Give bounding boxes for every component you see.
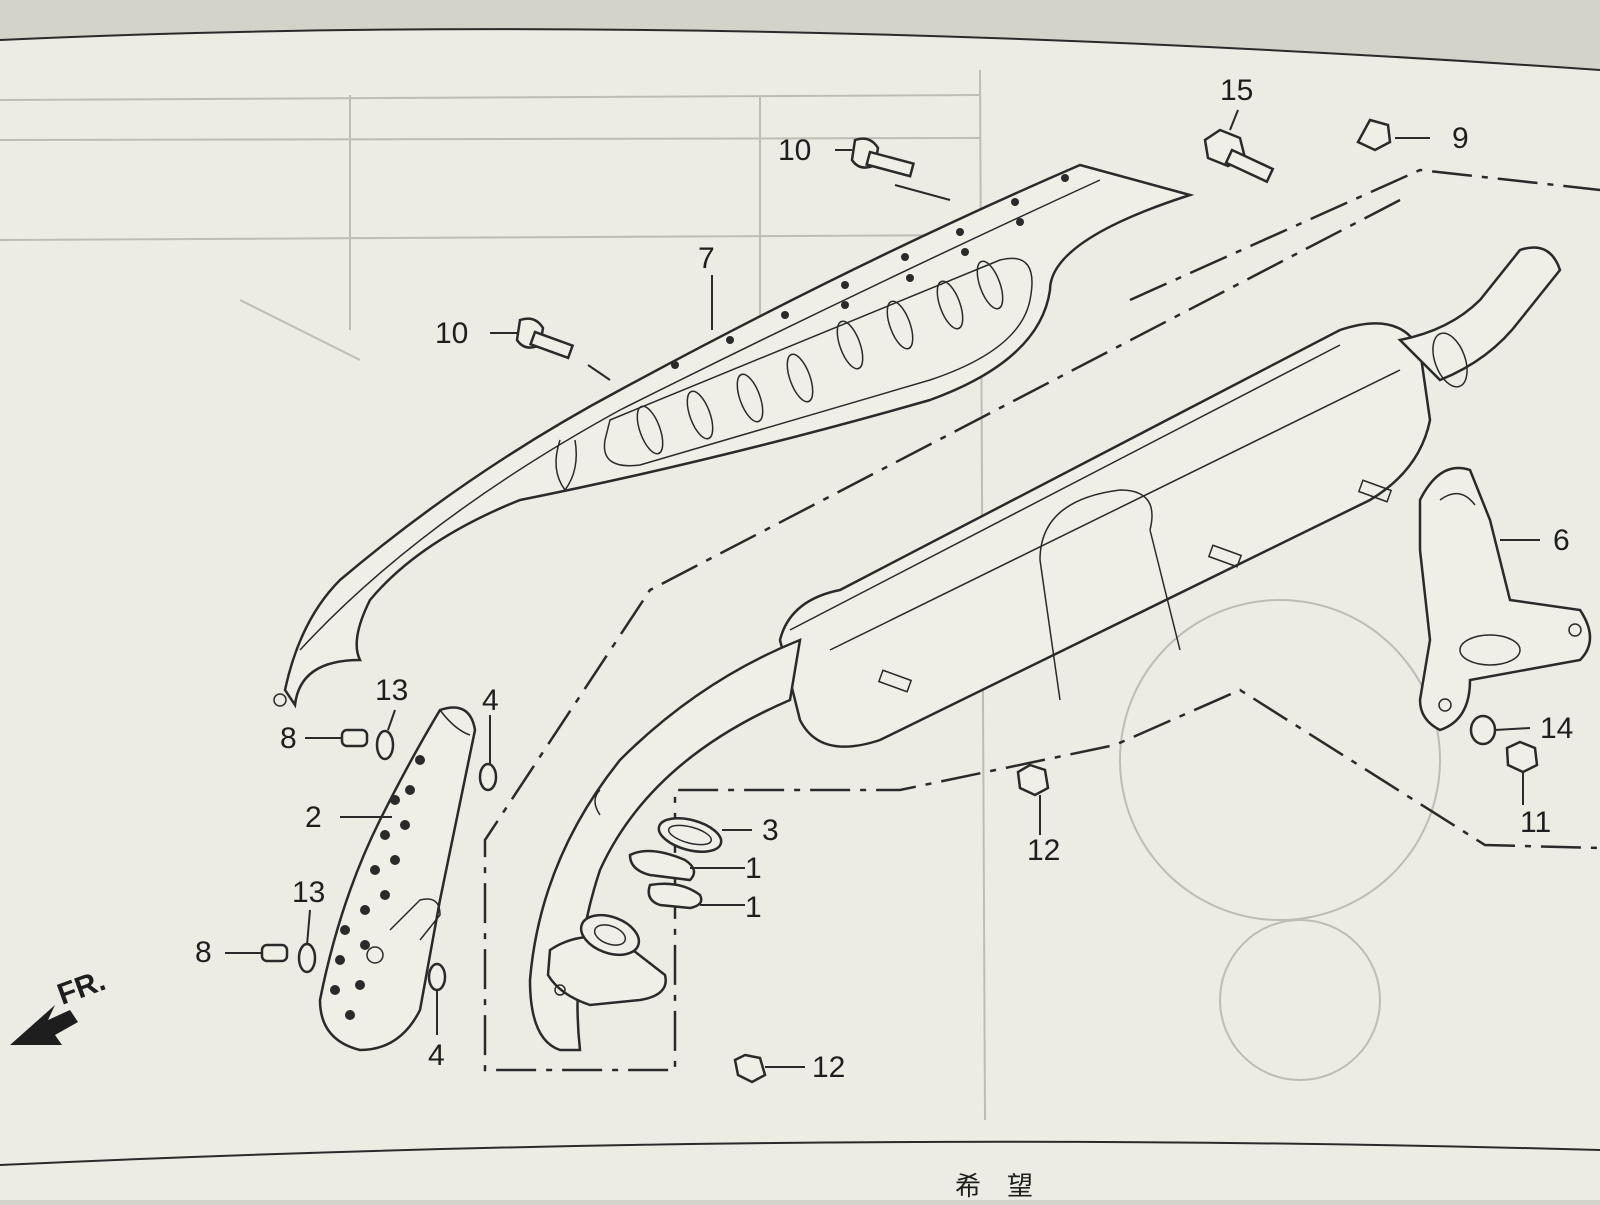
exhaust-flange <box>546 913 667 1007</box>
callout-15: 15 <box>1220 74 1253 107</box>
reference-line-main <box>483 198 1600 1072</box>
callout-2: 2 <box>305 801 322 834</box>
footer-text: 希 望 <box>955 1172 1033 1200</box>
front-arrow-icon <box>10 1005 78 1045</box>
callout-10-lower: 10 <box>435 317 468 350</box>
callout-4-lower: 4 <box>428 1039 445 1072</box>
muffler-studs <box>877 479 1393 693</box>
protector-holes <box>330 755 425 1020</box>
collar-halves-part-1 <box>628 849 703 910</box>
callout-1-lower: 1 <box>745 891 762 924</box>
callout-4-upper: 4 <box>482 684 499 717</box>
heat-shield-holes <box>671 174 1069 369</box>
callout-12-bottom: 12 <box>812 1051 845 1084</box>
callout-14: 14 <box>1540 712 1573 745</box>
paper-top-edge <box>0 28 1600 71</box>
callout-1-upper: 1 <box>745 852 762 885</box>
bleed-through-ghost <box>0 69 1441 1121</box>
callout-8-upper: 8 <box>280 722 297 755</box>
gasket-part-3 <box>657 817 723 853</box>
callout-7: 7 <box>698 242 715 275</box>
reference-line-upper <box>1129 168 1600 302</box>
callout-3: 3 <box>762 814 779 847</box>
callout-10-upper: 10 <box>778 134 811 167</box>
paper-bottom-edge <box>0 1140 1600 1166</box>
callout-labels: 15 9 10 7 10 6 13 8 4 2 3 1 1 13 8 4 12 … <box>195 74 1573 1084</box>
heat-shield-part-7 <box>273 163 1195 709</box>
callout-13-upper: 13 <box>375 674 408 707</box>
heat-shield-slots <box>636 260 1004 455</box>
callout-8-lower: 8 <box>195 936 212 969</box>
callout-13-lower: 13 <box>292 876 325 909</box>
leader-lines <box>225 109 1540 1068</box>
callout-9: 9 <box>1452 122 1469 155</box>
callout-6: 6 <box>1553 524 1570 557</box>
fasteners <box>260 118 1539 1084</box>
callout-12-right: 12 <box>1027 834 1060 867</box>
muffler-assembly <box>528 246 1562 1052</box>
pipe-protector-part-2 <box>318 706 477 1052</box>
bracket-part-6 <box>1418 466 1592 732</box>
callout-11: 11 <box>1520 806 1551 839</box>
